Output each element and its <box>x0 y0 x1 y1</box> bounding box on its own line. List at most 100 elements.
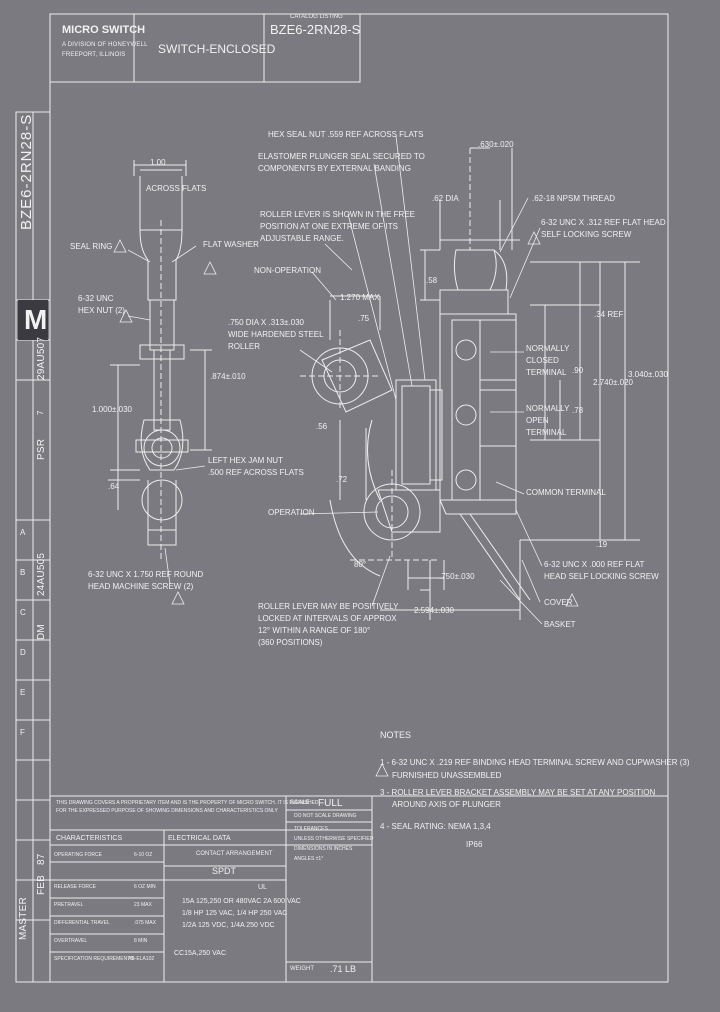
note-1: 1 - 6-32 UNC X .219 REF BINDING HEAD TER… <box>380 758 690 767</box>
callout-elastomer-2: COMPONENTS BY EXTERNAL BANDING <box>258 164 411 173</box>
leader-lines <box>127 135 543 625</box>
side-code-1: 7 <box>36 410 45 415</box>
dim-72: .72 <box>336 475 348 484</box>
elec-line-1: 1/8 HP 125 VAC, 1/4 HP 250 VAC <box>182 910 288 917</box>
logo-letter: M <box>24 304 48 335</box>
callout-common: COMMON TERMINAL <box>526 488 606 497</box>
callout-hex-nut-2: HEX NUT (2) <box>78 306 125 315</box>
rev-e: E <box>20 688 26 697</box>
notes-heading: NOTES <box>380 730 412 740</box>
logo-box <box>18 300 48 340</box>
tolerance-line-2: ANGLES ±1° <box>294 856 324 862</box>
dim-dia: .62 DIA <box>432 194 459 203</box>
catalog-number: BZE6-2RN28-S <box>270 22 361 37</box>
callout-thread: .62-18 NPSM THREAD <box>532 194 615 203</box>
char-label-5: SPECIFICATION REQUIREMENTS <box>54 956 134 962</box>
callout-lock-2: LOCKED AT INTERVALS OF APPROX <box>258 614 397 623</box>
note-4b: IP66 <box>466 840 483 849</box>
callout-seal-ring: SEAL RING <box>70 242 113 251</box>
right-view <box>380 147 640 620</box>
company-sub2: FREEPORT, ILLINOIS <box>62 52 126 58</box>
contact-label: CONTACT ARRANGEMENT <box>196 851 273 857</box>
dim-58: .58 <box>426 276 438 285</box>
callout-lock-3: 12° WITHIN A RANGE OF 180° <box>258 626 371 635</box>
char-value-3: .075 MAX <box>134 920 156 926</box>
rev-b: B <box>20 568 26 577</box>
char-value-2: 23 MAX <box>134 902 152 908</box>
char-value-1: 6 OZ MIN <box>134 884 156 890</box>
note-4: 4 - SEAL RATING: NEMA 1,3,4 <box>380 822 491 831</box>
ul-label: UL <box>258 884 267 891</box>
dim-angle-80: 80° <box>354 560 367 569</box>
dim-78: .78 <box>572 406 584 415</box>
cert-line: CC15A,250 VAC <box>174 950 227 957</box>
callout-roller-desc-2: WIDE HARDENED STEEL <box>228 330 324 339</box>
callout-no-2: OPEN <box>526 416 549 425</box>
dim-bottom-width: 2.594±.030 <box>414 606 454 615</box>
callout-roller-free-2: POSITION AT ONE EXTREME OF ITS <box>260 222 398 231</box>
callout-machine-screw-1: 6-32 UNC X 1.750 REF ROUND <box>88 570 204 579</box>
dim-90: .90 <box>572 366 584 375</box>
front-view <box>108 160 212 560</box>
proprietary-line-1: THIS DRAWING COVERS A PROPRIETARY ITEM A… <box>56 800 319 806</box>
callout-jam-nut-1: LEFT HEX JAM NUT <box>208 456 283 465</box>
note-2: FURNISHED UNASSEMBLED <box>392 771 502 780</box>
side-code-4: DM <box>36 624 47 640</box>
side-year: 87 <box>36 853 47 865</box>
note-3a: 3 - ROLLER LEVER BRACKET ASSEMBLY MAY BE… <box>380 788 656 797</box>
dim-mid-left: .874±.010 <box>210 372 246 381</box>
tolerance-header: TOLERANCES <box>294 826 328 832</box>
rev-f: F <box>20 728 26 737</box>
callout-machine-screw-2: HEAD MACHINE SCREW (2) <box>88 582 194 591</box>
char-value-4: 8 MIN <box>134 938 148 944</box>
callout-nc-1: NORMALLY <box>526 344 570 353</box>
callout-hex-seal: HEX SEAL NUT .559 REF ACROSS FLATS <box>268 130 424 139</box>
scale-value: FULL <box>318 798 343 809</box>
dim-overall-right: 3.040±.030 <box>628 370 668 379</box>
company-sub1: A DIVISION OF HONEYWELL <box>62 42 148 48</box>
callout-hex-nut-1: 6-32 UNC <box>78 294 114 303</box>
side-month: FEB <box>36 874 47 895</box>
callout-jam-nut-2: .500 REF ACROSS FLATS <box>208 468 304 477</box>
side-code-3: 29AU507 <box>36 336 47 380</box>
callout-flat-head-b2: HEAD SELF LOCKING SCREW <box>544 572 659 581</box>
char-label-3: DIFFERENTIAL TRAVEL <box>54 920 110 926</box>
callout-roller-free-3: ADJUSTABLE RANGE. <box>260 234 344 243</box>
dim-width-flats: ACROSS FLATS <box>146 184 207 193</box>
dim-34-ref: .34 REF <box>594 310 624 319</box>
callout-operation: OPERATION <box>268 508 315 517</box>
callout-flat-head-1: 6-32 UNC X .312 REF FLAT HEAD <box>541 218 666 227</box>
side-master: MASTER <box>18 897 29 940</box>
callout-nc-2: CLOSED <box>526 356 559 365</box>
char-value-5: AB-ELA102 <box>128 956 155 962</box>
vertical-catalog-number: BZE6-2RN28-S <box>18 113 35 230</box>
callout-lock-4: (360 POSITIONS) <box>258 638 323 647</box>
callout-roller-free-1: ROLLER LEVER IS SHOWN IN THE FREE <box>260 210 415 219</box>
weight-label: WEIGHT <box>290 966 314 972</box>
scale-label: SCALE <box>290 800 310 806</box>
callout-elastomer-1: ELASTOMER PLUNGER SEAL SECURED TO <box>258 152 425 161</box>
title-block <box>49 13 361 83</box>
elec-line-0: 15A 125,250 OR 480VAC 2A 600 VAC <box>182 898 301 905</box>
char-label-2: PRETRAVEL <box>54 902 84 908</box>
do-not-scale: DO NOT SCALE DRAWING <box>294 813 357 819</box>
rev-a: A <box>20 528 26 537</box>
note-3b: AROUND AXIS OF PLUNGER <box>392 800 501 809</box>
dim-750: .750±.030 <box>439 572 475 581</box>
char-label-4: OVERTRAVEL <box>54 938 88 944</box>
callout-roller-desc-3: ROLLER <box>228 342 261 351</box>
contact-value: SPDT <box>212 866 237 876</box>
callout-roller-desc-1: .750 DIA X .313±.030 <box>228 318 304 327</box>
side-code-2: PSR <box>36 438 47 460</box>
callout-basket: BASKET <box>544 620 576 629</box>
callout-no-1: NORMALLY <box>526 404 570 413</box>
rev-c: C <box>20 608 26 617</box>
dim-height-left: 1.000±.030 <box>92 405 132 414</box>
rev-d: D <box>20 648 26 657</box>
dim-small-left: .64 <box>108 482 120 491</box>
characteristics-header: CHARACTERISTICS <box>56 835 123 842</box>
electrical-header: ELECTRICAL DATA <box>168 835 231 842</box>
dim-roll-max: 1.270 MAX <box>340 293 380 302</box>
